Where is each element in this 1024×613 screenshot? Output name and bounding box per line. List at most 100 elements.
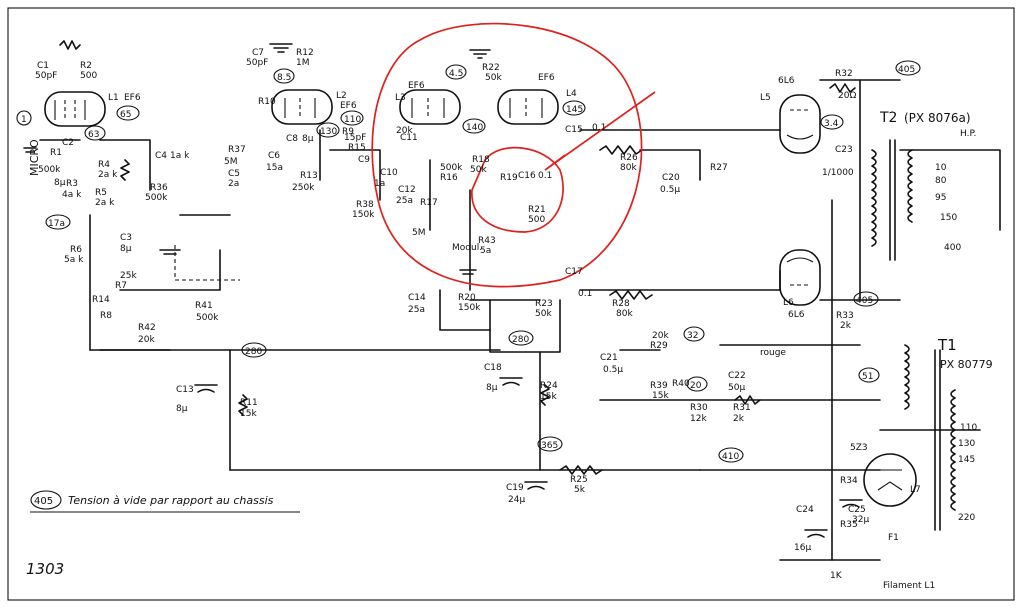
label-R38: R38 bbox=[356, 200, 374, 210]
label-R20: R20 bbox=[458, 293, 476, 303]
label-R11: R11 bbox=[240, 398, 258, 408]
tap-400: 400 bbox=[944, 243, 961, 253]
value-R43: 5a bbox=[480, 246, 491, 256]
tap-80: 80 bbox=[935, 176, 947, 186]
voltage-365: 365 bbox=[541, 441, 558, 451]
value-R24: 15k bbox=[540, 392, 557, 402]
tube-L7-id: L7 bbox=[910, 485, 921, 495]
voltage-280: 280 bbox=[245, 347, 262, 357]
value-C16: 0.1 bbox=[538, 171, 552, 181]
voltage-110: 110 bbox=[344, 115, 361, 125]
voltage-32: 32 bbox=[687, 331, 698, 341]
label-R34: R34 bbox=[840, 476, 858, 486]
value-R39: 15k bbox=[652, 391, 669, 401]
value-R4: 2a k bbox=[98, 170, 118, 180]
value-R17: 5M bbox=[412, 228, 426, 238]
label-R14: R14 bbox=[92, 295, 110, 305]
transformer-T1-ref: PX 80779 bbox=[940, 358, 993, 371]
transformer-T2: T2 (PX 8076a) H.P. 10 80 95 150 400 bbox=[871, 110, 976, 261]
label-C25: C25 bbox=[848, 505, 866, 515]
label-R13: R13 bbox=[300, 171, 318, 181]
label-R19: R19 bbox=[500, 173, 518, 183]
label-R29: R29 bbox=[650, 341, 668, 351]
value-C8: 8μ bbox=[302, 134, 314, 144]
label-R41: R41 bbox=[195, 301, 213, 311]
value-R33: 2k bbox=[840, 321, 852, 331]
value-R21: 500 bbox=[528, 215, 545, 225]
tube-L6-id: L6 bbox=[783, 298, 794, 308]
tube-L4-type: EF6 bbox=[538, 73, 555, 83]
wiring bbox=[39, 79, 1001, 561]
label-R43: R43 bbox=[478, 236, 496, 246]
tap-110: 110 bbox=[960, 423, 977, 433]
label-R39: R39 bbox=[650, 381, 668, 391]
value-C1: 50pF bbox=[35, 71, 57, 81]
value-R6: 5a k bbox=[64, 255, 84, 265]
label-C22: C22 bbox=[728, 371, 746, 381]
legend: 405 Tension à vide par rapport au chassi… bbox=[30, 490, 300, 513]
value-R22: 50k bbox=[485, 73, 502, 83]
label-R12: R12 bbox=[296, 48, 314, 58]
label-C23: C23 bbox=[835, 145, 853, 155]
voltage-4-5: 4.5 bbox=[449, 69, 463, 79]
value-R31: 2k bbox=[733, 414, 745, 424]
filament-label: Filament L1 bbox=[883, 581, 935, 591]
electrolytic-caps bbox=[194, 377, 863, 538]
label-R42: R42 bbox=[138, 323, 156, 333]
voltage-17a: 17a bbox=[48, 219, 65, 229]
voltage-3-4: 3.4 bbox=[824, 119, 839, 129]
value-R29: 20k bbox=[652, 331, 669, 341]
tube-L4: EF6 L4 bbox=[497, 73, 577, 125]
value-C20: 0.5μ bbox=[660, 185, 680, 195]
value-R16: 500k bbox=[440, 163, 463, 173]
value-C7: 50pF bbox=[246, 58, 268, 68]
tube-L6: L6 6L6 bbox=[779, 249, 821, 320]
label-R9: R9 bbox=[342, 127, 354, 137]
voltage-8-5: 8.5 bbox=[277, 73, 291, 83]
one-k-label: 1K bbox=[830, 571, 843, 581]
label-R8: R8 bbox=[100, 311, 112, 321]
transformer-T2-ref: (PX 8076a) bbox=[904, 111, 971, 125]
value-C5: 2a bbox=[228, 179, 239, 189]
label-C4: C4 bbox=[155, 151, 167, 161]
label-C5: C5 bbox=[228, 169, 240, 179]
label-R5: R5 bbox=[95, 188, 107, 198]
label-R31: R31 bbox=[733, 403, 751, 413]
modul-label: Modul. bbox=[452, 243, 482, 253]
value-C15: 0.1 bbox=[592, 123, 606, 133]
tube-L1-type: EF6 bbox=[124, 93, 141, 103]
value-C21: 0.5μ bbox=[603, 365, 623, 375]
label-R17: R17 bbox=[420, 198, 438, 208]
label-R36: R36 bbox=[150, 183, 168, 193]
tube-L1: L1 EF6 bbox=[44, 91, 141, 127]
label-C16: C16 bbox=[518, 171, 536, 181]
transformer-T2-out: H.P. bbox=[960, 129, 976, 139]
value-C11: 20k bbox=[396, 126, 413, 136]
label-C20: C20 bbox=[662, 173, 680, 183]
voltage-410: 410 bbox=[722, 452, 739, 462]
drawing-number: 1303 bbox=[26, 560, 64, 578]
label-C21: C21 bbox=[600, 353, 618, 363]
voltage-405-top: 405 bbox=[898, 65, 915, 75]
label-R4: R4 bbox=[98, 160, 110, 170]
voltage-20: 20 bbox=[690, 381, 702, 391]
label-R24: R24 bbox=[540, 381, 558, 391]
label-R7: R7 bbox=[115, 281, 127, 291]
label-R15: R15 bbox=[348, 143, 366, 153]
value-C2: 8μ bbox=[54, 178, 66, 188]
value-C22: 50μ bbox=[728, 383, 745, 393]
tube-L7: 5Z3 L7 bbox=[850, 443, 921, 507]
ground-symbols bbox=[23, 43, 491, 351]
value-R32: 20Ω bbox=[838, 91, 856, 101]
label-R27: R27 bbox=[710, 163, 728, 173]
misc-labels: MICRO Modul. rouge Filament L1 F1 1K bbox=[28, 139, 935, 591]
value-R13: 250k bbox=[292, 183, 315, 193]
label-C10: C10 bbox=[380, 168, 398, 178]
f1-label: F1 bbox=[888, 533, 899, 543]
micro-label: MICRO bbox=[28, 139, 41, 176]
label-C1: C1 bbox=[37, 61, 49, 71]
label-R35: R35 bbox=[840, 520, 858, 530]
value-C25: 32μ bbox=[852, 515, 869, 525]
value-R2: 500 bbox=[80, 71, 97, 81]
voltage-51: 51 bbox=[862, 372, 873, 382]
